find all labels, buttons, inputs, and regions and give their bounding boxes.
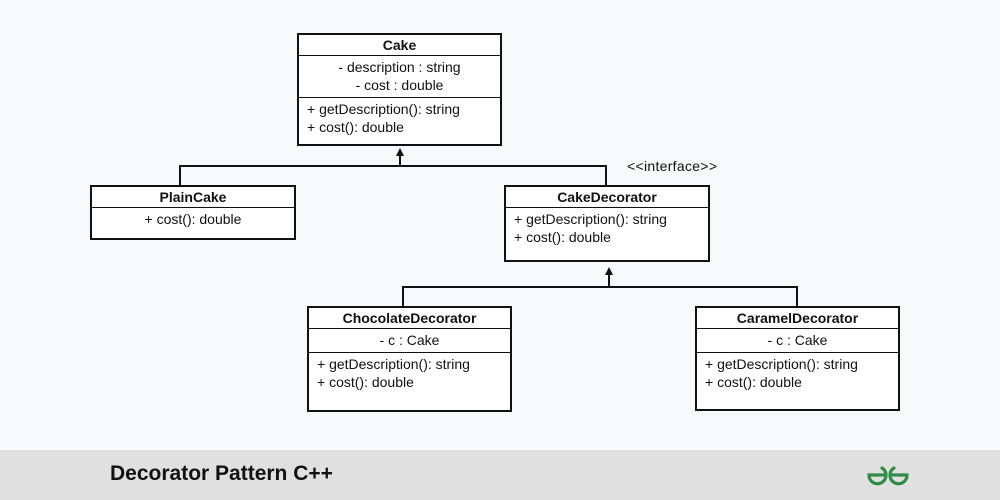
class-cake[interactable]: Cake - description : string - cost : dou… bbox=[297, 33, 502, 146]
footer-title: Decorator Pattern C++ bbox=[110, 462, 333, 485]
class-cake-name: Cake bbox=[299, 35, 500, 56]
attribute-c: - c : Cake bbox=[379, 332, 440, 348]
connector-caramel-to-cakedecorator bbox=[609, 286, 798, 307]
operation-cost: + cost(): double bbox=[144, 211, 242, 227]
class-plaincake[interactable]: PlainCake + cost(): double bbox=[90, 185, 296, 240]
class-carameldecorator[interactable]: CaramelDecorator - c : Cake + getDescrip… bbox=[695, 306, 900, 411]
connector-cakedecorator-to-cake bbox=[400, 165, 607, 186]
attribute-description: - description : string bbox=[338, 59, 461, 75]
operation-getdescription: + getDescription(): string bbox=[307, 101, 460, 117]
operation-cost: + cost(): double bbox=[514, 229, 611, 245]
operation-cost: + cost(): double bbox=[705, 374, 802, 390]
class-cakedecorator-name: CakeDecorator bbox=[506, 187, 708, 208]
operation-getdescription: + getDescription(): string bbox=[317, 356, 470, 372]
attribute-c: - c : Cake bbox=[767, 332, 828, 348]
class-chocolatedecorator-name: ChocolateDecorator bbox=[309, 308, 510, 329]
class-cake-attributes: - description : string - cost : double bbox=[299, 56, 500, 98]
class-chocolatedecorator-attributes: - c : Cake bbox=[309, 329, 510, 353]
class-cakedecorator[interactable]: CakeDecorator + getDescription(): string… bbox=[504, 185, 710, 262]
operation-getdescription: + getDescription(): string bbox=[705, 356, 858, 372]
connector-plaincake-to-cake bbox=[179, 165, 400, 186]
class-carameldecorator-name: CaramelDecorator bbox=[697, 308, 898, 329]
class-carameldecorator-attributes: - c : Cake bbox=[697, 329, 898, 353]
connector-chocolate-to-cakedecorator bbox=[402, 286, 609, 307]
class-chocolatedecorator-operations: + getDescription(): string + cost(): dou… bbox=[309, 353, 510, 394]
class-cakedecorator-operations: + getDescription(): string + cost(): dou… bbox=[506, 208, 708, 249]
attribute-cost: - cost : double bbox=[355, 77, 444, 93]
operation-cost: + cost(): double bbox=[317, 374, 414, 390]
footer-bar: Decorator Pattern C++ bbox=[0, 450, 1000, 500]
operation-cost: + cost(): double bbox=[307, 119, 404, 135]
operation-getdescription: + getDescription(): string bbox=[514, 211, 667, 227]
class-plaincake-name: PlainCake bbox=[92, 187, 294, 208]
interface-stereotype: <<interface>> bbox=[627, 158, 718, 174]
class-plaincake-operations: + cost(): double bbox=[92, 208, 294, 231]
gfg-logo-icon[interactable] bbox=[866, 463, 910, 487]
class-chocolatedecorator[interactable]: ChocolateDecorator - c : Cake + getDescr… bbox=[307, 306, 512, 412]
class-carameldecorator-operations: + getDescription(): string + cost(): dou… bbox=[697, 353, 898, 394]
class-cake-operations: + getDescription(): string + cost(): dou… bbox=[299, 98, 500, 139]
